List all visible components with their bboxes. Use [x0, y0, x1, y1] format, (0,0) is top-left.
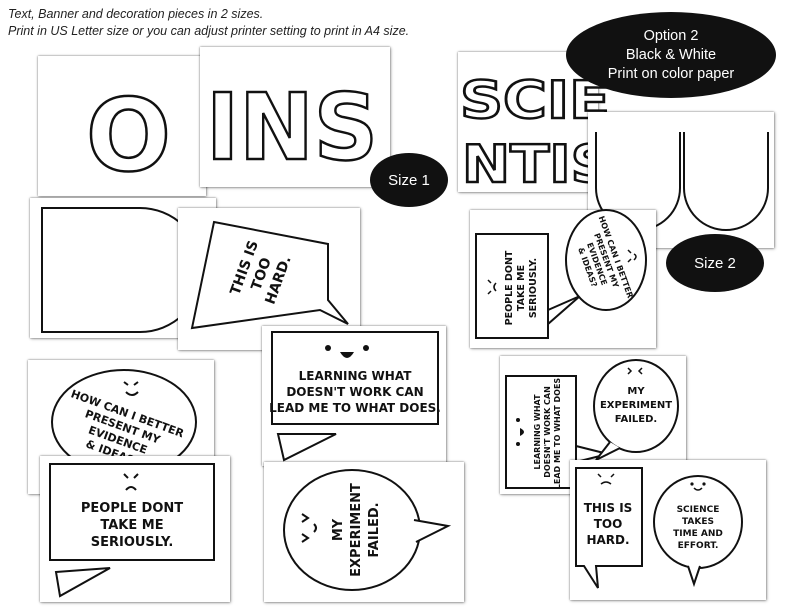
small-failed-line-2: EXPERIMENT	[600, 400, 672, 411]
letter-sheet-o: O	[38, 56, 206, 196]
bubble-sheet-failed: MY EXPERIMENT FAILED.	[264, 462, 464, 602]
sad-face-icon	[487, 279, 497, 295]
letter-o: O	[86, 77, 171, 194]
speech-bubble-rect	[49, 463, 215, 561]
option-line-1: Option 2	[643, 27, 699, 44]
bubble-learning-graphic: LEARNING WHAT DOESN'T WORK CAN LEAD ME T…	[269, 331, 441, 462]
small-learning-line-3: LEAD ME TO WHAT DOES.	[553, 375, 562, 489]
science-line-3: TIME AND	[673, 529, 723, 539]
science-line-4: EFFORT.	[678, 541, 719, 551]
serious-line-3: SERIOUSLY.	[91, 535, 174, 550]
instructions-line-1: Text, Banner and decoration pieces in 2 …	[8, 7, 264, 21]
worried-face-icon	[627, 367, 643, 375]
serious-line-2: TAKE ME	[100, 518, 163, 533]
letters-ins: INS	[206, 74, 378, 181]
small-too-hard-line-2: TOO	[594, 517, 623, 531]
failed-line-2: EXPERIMENT	[349, 483, 364, 577]
bubble-tail	[687, 565, 701, 588]
bubble-sheet-small-3: THIS IS TOO HARD. SCIENCE TAKES TIME AND…	[570, 460, 766, 600]
instructions: Text, Banner and decoration pieces in 2 …	[8, 6, 409, 40]
option-badge: Option 2 Black & White Print on color pa…	[566, 12, 776, 98]
smile-face-icon	[690, 482, 706, 491]
small-failed-line-3: FAILED.	[615, 414, 657, 425]
bubble-small-2-graphic: LEARNING WHAT DOESN'T WORK CAN LEAD ME T…	[505, 359, 679, 489]
bubble-failed-graphic: MY EXPERIMENT FAILED.	[283, 469, 452, 591]
bubble-small-1-graphic: PEOPLE DONT TAKE ME SERIOUSLY. HOW CAN I…	[475, 209, 647, 339]
small-serious-line-2: TAKE ME	[516, 265, 527, 311]
bubble-too-hard-graphic: THIS IS TOO HARD.	[190, 220, 349, 330]
size1-badge: Size 1	[370, 153, 448, 207]
smile-face-icon	[627, 249, 637, 263]
sad-face-icon	[123, 473, 139, 491]
bubble-small-3-graphic: THIS IS TOO HARD. SCIENCE TAKES TIME AND…	[575, 467, 743, 589]
bubble-sheet-serious: PEOPLE DONT TAKE ME SERIOUSLY.	[40, 456, 230, 602]
science-line-1: SCIENCE	[677, 505, 720, 515]
speech-bubble-rect	[190, 220, 349, 330]
letter-sheet-ins: INS	[200, 47, 390, 187]
learning-line-2: DOESN'T WORK CAN	[286, 385, 423, 399]
size2-label: Size 2	[694, 254, 736, 272]
speech-bubble-rect	[505, 375, 577, 489]
small-too-hard-line-1: THIS IS	[584, 501, 633, 515]
happy-face-icon	[325, 345, 369, 358]
failed-line-1: MY	[331, 518, 346, 541]
bubble-small-1-text: PEOPLE DONT TAKE ME SERIOUSLY.	[504, 250, 539, 325]
learning-line-3: LEAD ME TO WHAT DOES.	[269, 401, 441, 415]
option-line-2: Black & White	[625, 46, 717, 63]
bubble-failed-text: MY EXPERIMENT FAILED.	[331, 483, 382, 577]
speech-bubble-rect	[271, 331, 439, 425]
letters-ins-graphic: INS	[205, 73, 380, 183]
bubble-tail	[575, 444, 609, 464]
worried-face-icon	[301, 513, 317, 543]
sad-face-icon	[597, 473, 615, 485]
letter-o-graphic: O	[85, 76, 173, 196]
serious-line-1: PEOPLE DONT	[81, 501, 183, 516]
speech-bubble-oval	[593, 359, 679, 453]
science-line-2: TAKES	[682, 517, 714, 527]
bubble-serious-graphic: PEOPLE DONT TAKE ME SERIOUSLY.	[49, 463, 215, 598]
bubble-sheet-learning: LEARNING WHAT DOESN'T WORK CAN LEAD ME T…	[262, 326, 446, 466]
small-too-hard-line-3: HARD.	[586, 533, 629, 547]
letters-scientists-graphic: SCIE NTIS	[459, 70, 614, 197]
size2-badge: Size 2	[666, 234, 764, 292]
small-failed-line-1: MY	[627, 386, 645, 397]
bubble-small-learning-text: LEARNING WHAT DOESN'T WORK CAN LEAD ME T…	[533, 375, 562, 489]
smile-face-icon	[123, 381, 139, 396]
small-learning-line-1: LEARNING WHAT	[533, 394, 542, 470]
size1-label: Size 1	[388, 171, 430, 189]
instructions-line-2: Print in US Letter size or you can adjus…	[8, 24, 410, 38]
bubble-tail	[54, 567, 111, 598]
small-serious-line-1: PEOPLE DONT	[504, 250, 515, 325]
failed-line-3: FAILED.	[367, 502, 382, 557]
speech-bubble-rect	[575, 467, 643, 589]
small-serious-line-3: SERIOUSLY.	[528, 258, 539, 318]
bubble-tail	[276, 433, 337, 462]
bubble-sheet-small-1: PEOPLE DONT TAKE ME SERIOUSLY. HOW CAN I…	[470, 209, 656, 348]
bubble-tail	[413, 519, 452, 543]
speech-bubble-rect	[475, 233, 549, 339]
letters-ntis: NTIS	[462, 135, 612, 195]
bubble-tail	[547, 295, 581, 327]
letters-scie: SCIE	[460, 71, 610, 131]
arch-right-shape	[683, 132, 769, 231]
learning-line-1: LEARNING WHAT	[299, 369, 413, 383]
option-line-3: Print on color paper	[607, 65, 735, 82]
small-learning-line-2: DOESN'T WORK CAN	[543, 386, 552, 478]
speech-bubble-oval	[565, 209, 647, 311]
bubble-sheet-too-hard: THIS IS TOO HARD.	[178, 208, 360, 350]
letter-sheet-scientists: SCIE NTIS	[458, 52, 614, 197]
happy-face-icon	[516, 418, 524, 446]
